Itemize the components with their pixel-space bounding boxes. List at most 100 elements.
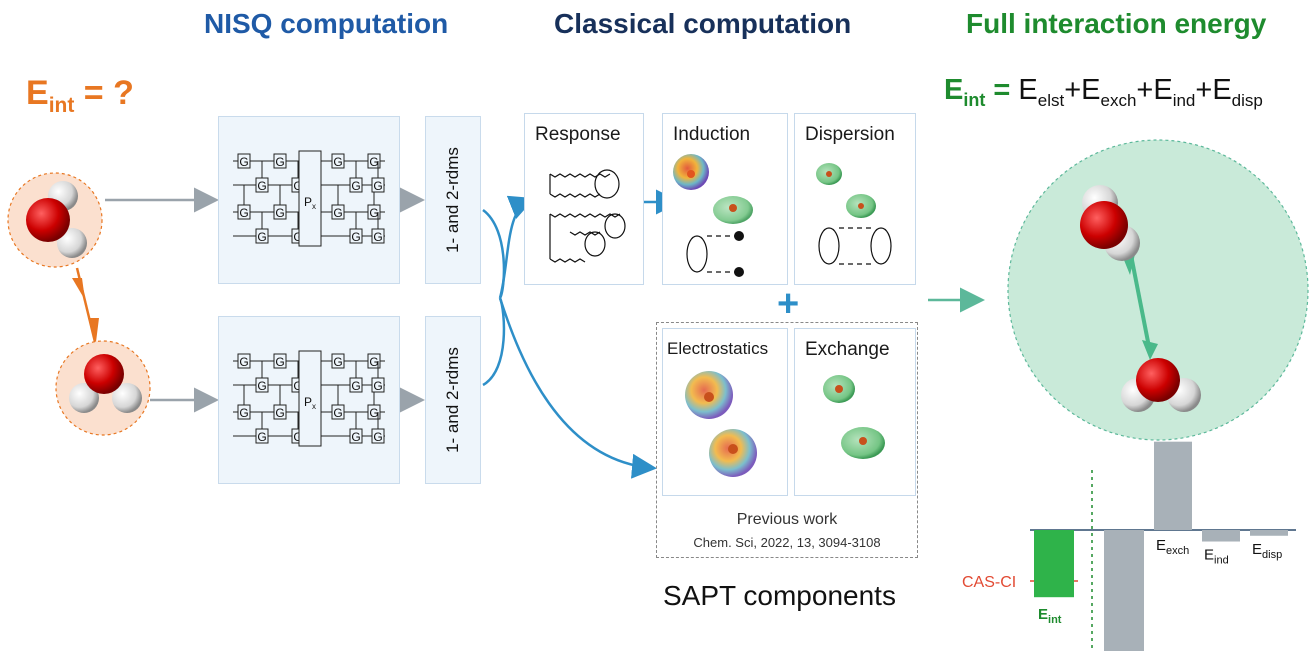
gate-box xyxy=(237,153,251,169)
gate-label: G xyxy=(275,155,284,169)
question-rest: = ? xyxy=(74,74,134,112)
gate-box xyxy=(349,377,363,393)
bar-label-exch: Eexch xyxy=(1156,537,1189,557)
arrow-to-previous-work xyxy=(498,297,657,479)
plus-sign: + xyxy=(777,283,800,325)
classical-header: Classical computation xyxy=(554,8,852,39)
electrostatics-diagram xyxy=(685,371,757,477)
permutation-box xyxy=(298,150,322,247)
gate-label: G xyxy=(293,430,302,444)
gate-box xyxy=(273,353,287,369)
exchange-diagram xyxy=(823,375,885,459)
term-disp: Edisp xyxy=(1212,74,1263,110)
arrow-to-response xyxy=(498,195,535,299)
term-elst: Eelst+ xyxy=(1018,74,1082,110)
gate-label: G xyxy=(257,230,266,244)
gate-label: G xyxy=(333,406,342,420)
gate-label: G xyxy=(333,155,342,169)
dimer-bond xyxy=(1128,249,1152,353)
gate-box xyxy=(367,204,381,220)
gate-label: G xyxy=(373,379,382,393)
gate-label: G xyxy=(351,230,360,244)
gate-box xyxy=(273,404,287,420)
gate-box xyxy=(255,177,269,193)
gate-label: G xyxy=(239,355,248,369)
gate-label: G xyxy=(293,230,302,244)
response-title: Response xyxy=(535,124,621,145)
gate-label: G xyxy=(239,155,248,169)
dispersion-panel: Dispersion xyxy=(794,113,916,285)
sapt-label: SAPT components xyxy=(663,580,896,611)
rdm-box-2: 1- and 2-rdms xyxy=(425,316,481,484)
gate-label: G xyxy=(293,379,302,393)
previous-work-label: Previous work xyxy=(736,511,838,528)
question-e: E xyxy=(26,74,49,112)
question-sub: int xyxy=(48,93,75,117)
gate-label: G xyxy=(293,179,302,193)
permutation-label: P xyxy=(304,395,312,409)
gate-label: G xyxy=(351,430,360,444)
bar-label-disp: Edisp xyxy=(1252,541,1282,561)
term-exch: Eexch+ xyxy=(1081,74,1154,110)
gate-box xyxy=(237,353,251,369)
bar-label-ind: Eind xyxy=(1204,547,1229,567)
gate-label: G xyxy=(369,206,378,220)
gate-box xyxy=(273,153,287,169)
gate-box xyxy=(237,204,251,220)
bar-disp xyxy=(1250,530,1288,536)
gate-box xyxy=(331,204,345,220)
gate-label: G xyxy=(369,355,378,369)
gate-label: G xyxy=(257,430,266,444)
bar-int xyxy=(1034,530,1074,598)
response-diagram xyxy=(549,169,626,263)
gate-box xyxy=(255,228,269,244)
nisq-header: NISQ computation xyxy=(204,8,449,39)
gate-label: G xyxy=(373,430,382,444)
permutation-box xyxy=(298,350,322,447)
gate-label: G xyxy=(239,206,248,220)
response-panel: Response xyxy=(524,113,644,285)
dispersion-title: Dispersion xyxy=(805,124,895,145)
gate-label: G xyxy=(257,179,266,193)
rdm-box-1: 1- and 2-rdms xyxy=(425,116,481,284)
equation-lhs: Eint = xyxy=(944,74,1019,110)
full-equation: Eint = Eelst+Eexch+Eind+Edisp xyxy=(944,74,1263,111)
gate-label: G xyxy=(275,206,284,220)
gate-label: G xyxy=(373,230,382,244)
gate-box xyxy=(371,177,385,193)
induction-title: Induction xyxy=(673,124,751,145)
electrostatics-title: Electrostatics xyxy=(667,339,769,358)
gate-label: G xyxy=(351,179,360,193)
question-equation: Eint = ? xyxy=(26,74,134,118)
gate-label: G xyxy=(239,406,248,420)
full-energy-header: Full interaction energy xyxy=(966,8,1267,39)
gate-box xyxy=(331,153,345,169)
gate-box xyxy=(255,377,269,393)
previous-work-box xyxy=(656,322,918,558)
gate-label: G xyxy=(333,206,342,220)
bar-ind xyxy=(1202,530,1240,542)
gate-box xyxy=(349,228,363,244)
gate-label: G xyxy=(333,355,342,369)
electrostatics-panel: Electrostatics xyxy=(662,328,788,496)
permutation-label: P xyxy=(304,195,312,209)
previous-work-citation: Chem. Sci, 2022, 13, 3094-3108 xyxy=(693,535,881,550)
term-ind: Eind+ xyxy=(1153,74,1213,110)
gate-box xyxy=(255,428,269,444)
gate-box xyxy=(237,404,251,420)
bar-exch xyxy=(1154,441,1192,530)
gate-label: G xyxy=(369,406,378,420)
gate-box xyxy=(349,428,363,444)
bar-elst xyxy=(1104,530,1144,651)
gate-label: G xyxy=(275,406,284,420)
gate-box xyxy=(331,353,345,369)
exchange-title: Exchange xyxy=(805,339,890,360)
gate-box xyxy=(331,404,345,420)
svg-text:x: x xyxy=(312,402,316,411)
gate-box xyxy=(273,204,287,220)
